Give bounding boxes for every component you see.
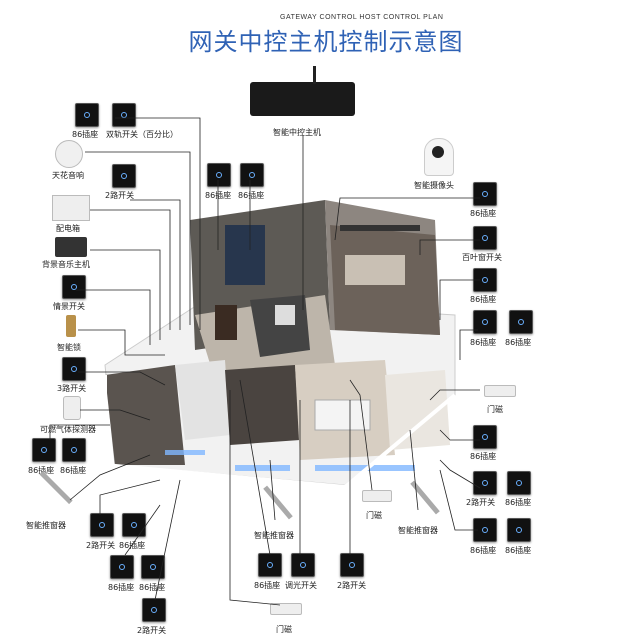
socket-label: 86插座 — [505, 498, 532, 507]
socket-label: 86插座 — [254, 581, 281, 590]
distribution-box-label: 配电箱 — [56, 224, 80, 233]
switch-3way-label: 3路开关 — [57, 384, 87, 393]
switch-2way-label: 2路开关 — [466, 498, 496, 507]
door-sensor-label: 门磁 — [366, 511, 382, 520]
door-sensor-label: 门磁 — [276, 625, 292, 634]
socket-icon — [32, 438, 56, 462]
dimmer-switch-icon — [291, 553, 315, 577]
socket-icon — [473, 425, 497, 449]
switch-2way-label: 2路开关 — [86, 541, 116, 550]
switch-2way-icon — [473, 471, 497, 495]
switch-2way-icon — [142, 598, 166, 622]
blind-switch-label: 百叶窗开关 — [462, 253, 502, 262]
switch-2way-icon — [340, 553, 364, 577]
socket-icon — [507, 471, 531, 495]
socket-label: 86插座 — [505, 546, 532, 555]
door-sensor-label: 门磁 — [487, 405, 503, 414]
window-pusher-label: 智能推窗器 — [26, 521, 66, 530]
socket-icon — [240, 163, 264, 187]
socket-label: 86插座 — [470, 209, 497, 218]
gateway-device-icon — [250, 82, 355, 116]
switch-2way-label: 2路开关 — [337, 581, 367, 590]
socket-label: 86插座 — [108, 583, 135, 592]
title-chinese: 网关中控主机控制示意图 — [188, 28, 464, 56]
blind-switch-icon — [473, 226, 497, 250]
door-sensor-icon — [484, 385, 516, 397]
socket-icon — [473, 518, 497, 542]
socket-label: 86插座 — [60, 466, 87, 475]
socket-icon — [62, 438, 86, 462]
switch-2way-label: 2路开关 — [105, 191, 135, 200]
socket-label: 86插座 — [72, 130, 99, 139]
scene-switch-label: 情景开关 — [53, 302, 85, 311]
bg-music-label: 背景音乐主机 — [42, 260, 90, 269]
socket-label: 86插座 — [28, 466, 55, 475]
rail-switch-label: 双轨开关（百分比） — [106, 130, 178, 139]
ceiling-speaker-icon — [55, 140, 83, 168]
title-english: GATEWAY CONTROL HOST CONTROL PLAN — [280, 14, 444, 21]
camera-label: 智能摄像头 — [414, 181, 454, 190]
socket-icon — [507, 518, 531, 542]
socket-icon — [207, 163, 231, 187]
switch-2way-icon — [90, 513, 114, 537]
gateway-antenna-icon — [313, 66, 316, 84]
socket-icon — [473, 182, 497, 206]
smart-lock-label: 智能锁 — [57, 343, 81, 352]
socket-icon — [122, 513, 146, 537]
door-sensor-icon — [270, 603, 302, 615]
socket-label: 86插座 — [470, 546, 497, 555]
socket-label: 86插座 — [470, 338, 497, 347]
window-pusher-label: 智能推窗器 — [398, 526, 438, 535]
dimmer-label: 调光开关 — [285, 581, 317, 590]
switch-2way-icon — [112, 164, 136, 188]
gas-detector-icon — [63, 396, 81, 420]
gateway-label: 智能中控主机 — [273, 128, 321, 137]
ceiling-speaker-label: 天花音响 — [52, 171, 84, 180]
distribution-box-icon — [52, 195, 90, 221]
socket-icon — [110, 555, 134, 579]
smart-lock-icon — [66, 315, 76, 337]
switch-icon — [112, 103, 136, 127]
bg-music-icon — [55, 237, 87, 257]
socket-icon — [509, 310, 533, 334]
socket-icon — [75, 103, 99, 127]
socket-label: 86插座 — [139, 583, 166, 592]
house-floorplan-illustration — [103, 200, 457, 490]
socket-label: 86插座 — [505, 338, 532, 347]
gas-detector-label: 可燃气体探测器 — [40, 425, 96, 434]
switch-2way-label: 2路开关 — [137, 626, 167, 635]
door-sensor-icon — [362, 490, 392, 502]
scene-switch-icon — [62, 275, 86, 299]
window-pusher-label: 智能推窗器 — [254, 531, 294, 540]
socket-icon — [258, 553, 282, 577]
socket-icon — [141, 555, 165, 579]
switch-3way-icon — [62, 357, 86, 381]
socket-label: 86插座 — [470, 452, 497, 461]
socket-label: 86插座 — [470, 295, 497, 304]
camera-lens-icon — [432, 146, 444, 158]
socket-label: 86插座 — [238, 191, 265, 200]
